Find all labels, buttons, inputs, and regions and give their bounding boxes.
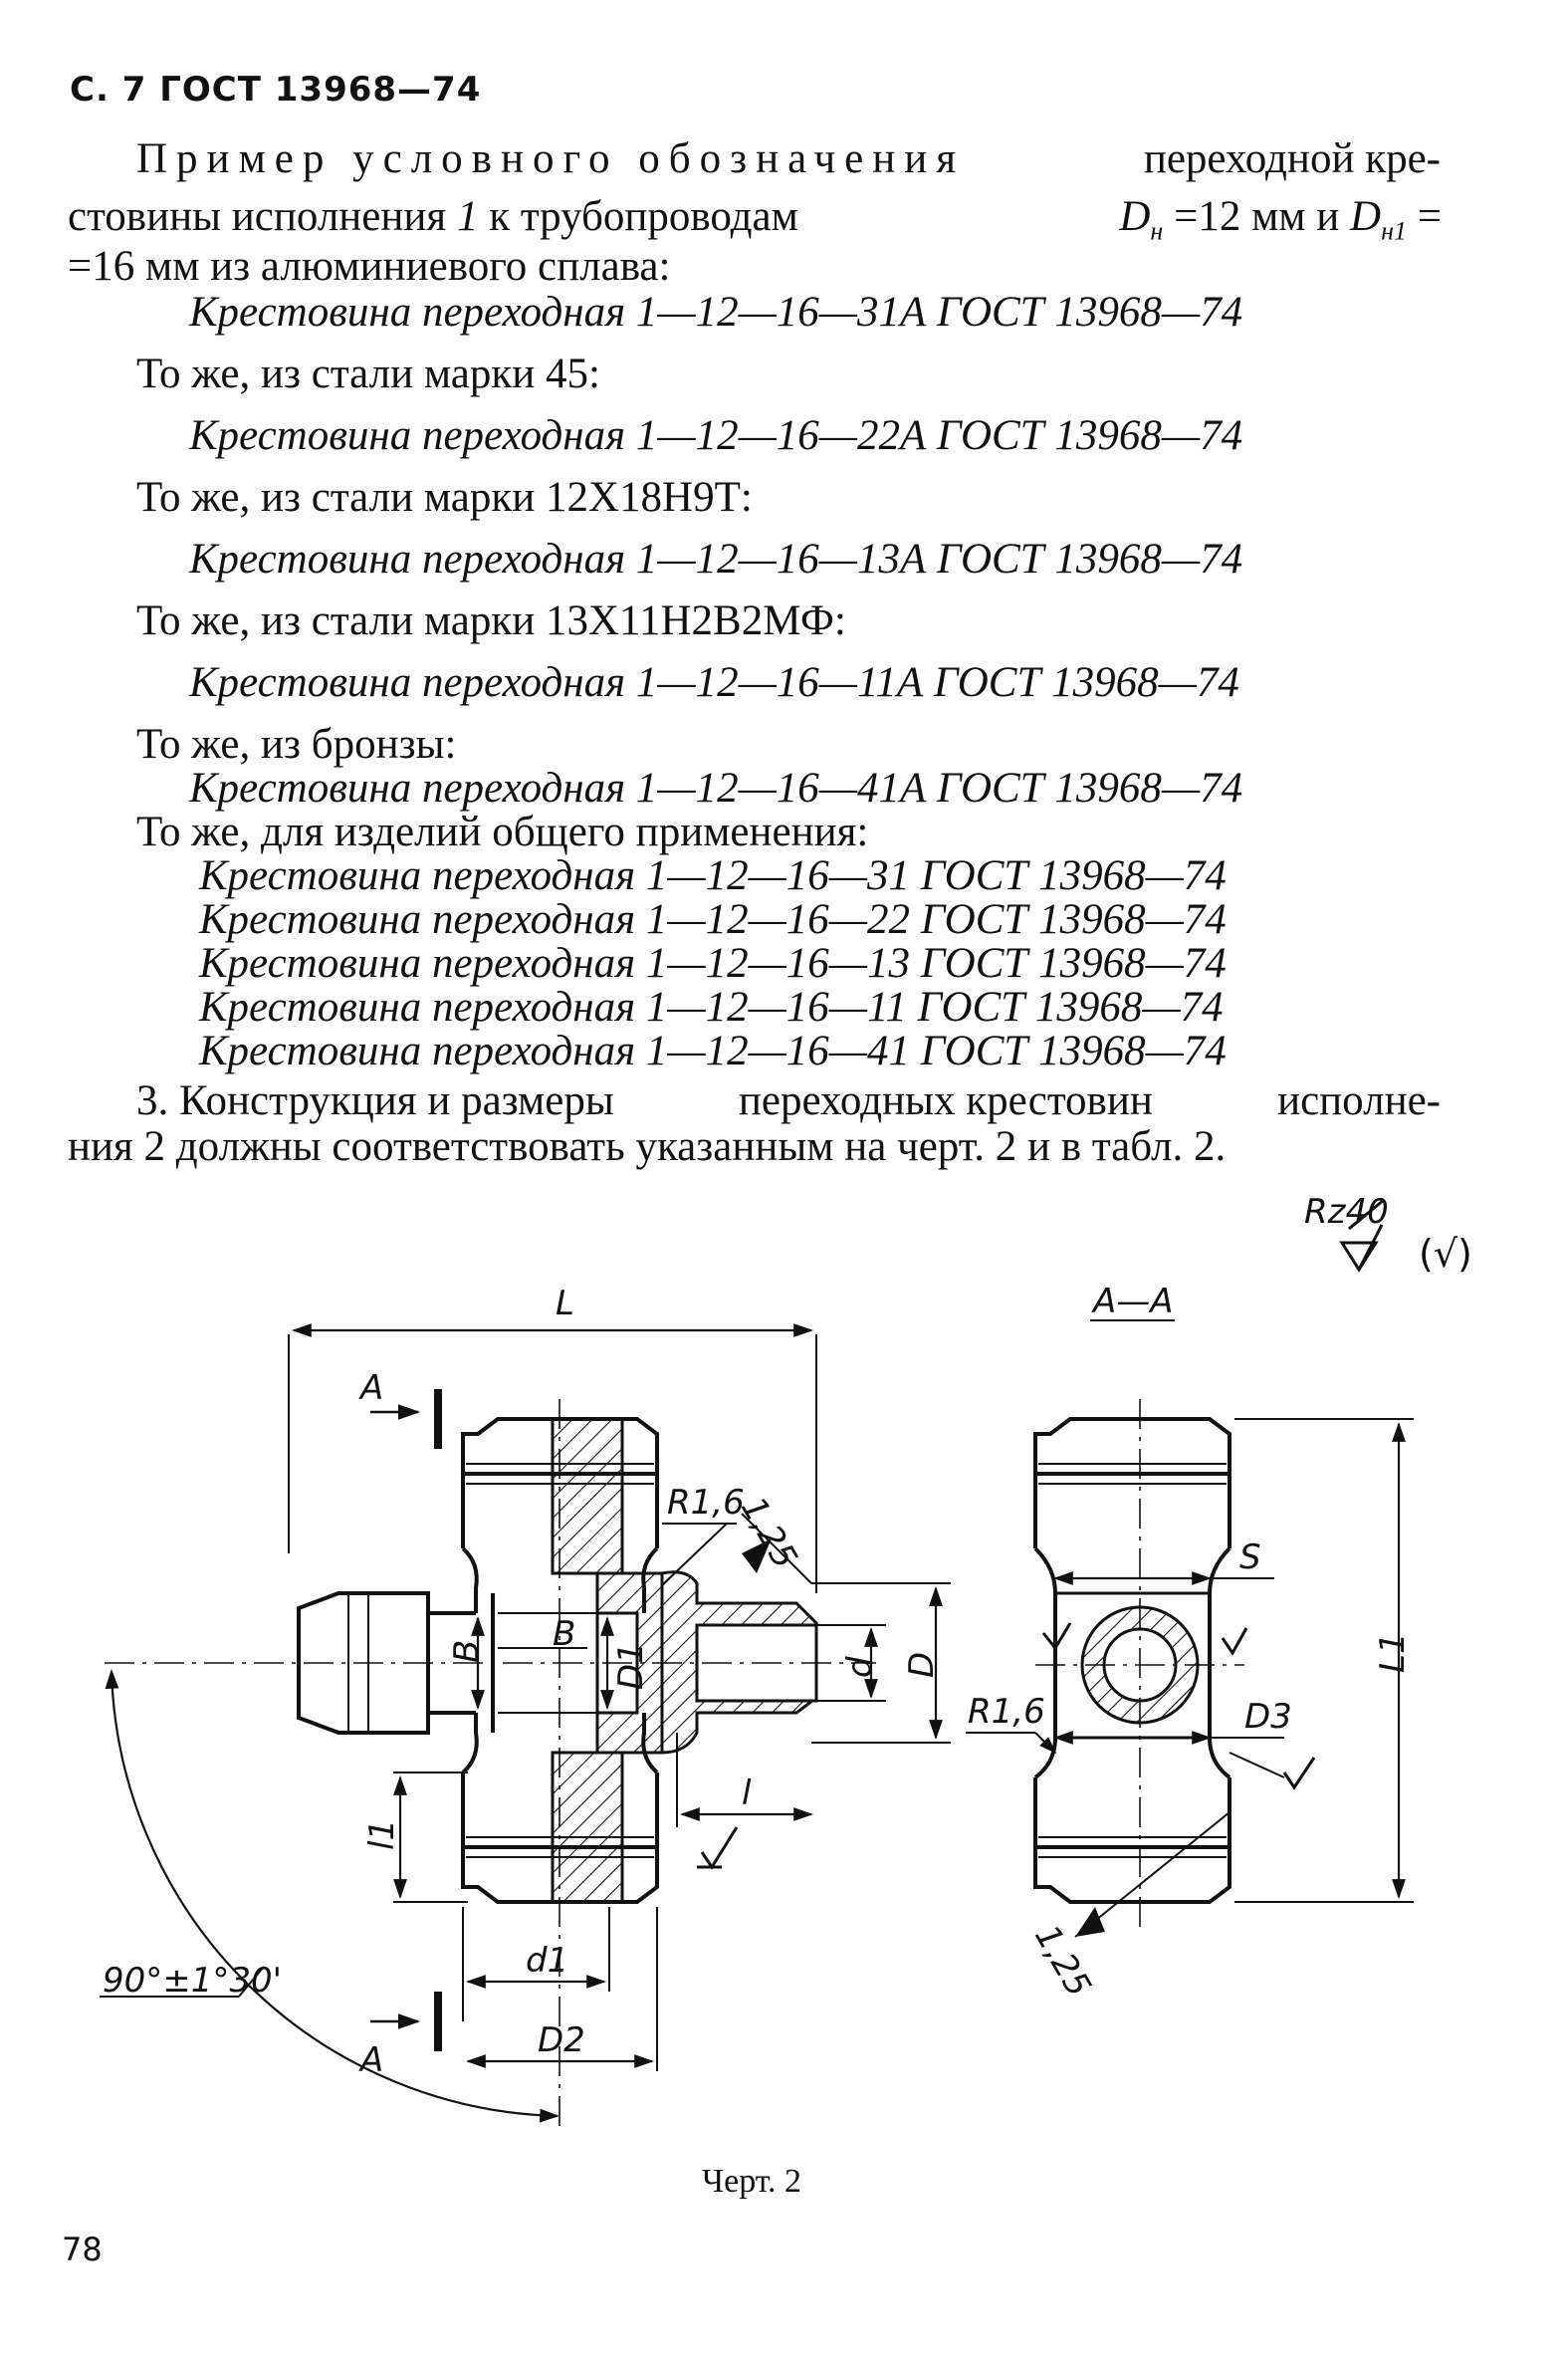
para3-part-b: переходных крестовин xyxy=(738,1077,1153,1124)
section-view xyxy=(966,1399,1414,1938)
example-1: Крестовина переходная 1—12—16—31А ГОСТ 1… xyxy=(189,289,1243,336)
text-steel-13x11: То же, из стали марки 13Х11Н2В2МФ: xyxy=(136,597,846,644)
text-general: То же, для изделий общего применения: xyxy=(136,809,869,855)
label-D1: D1 xyxy=(611,1642,651,1690)
page-header: С. 7 ГОСТ 13968—74 xyxy=(70,70,482,110)
general-example-4: Крестовина переходная 1—12—16—11 ГОСТ 13… xyxy=(199,984,1224,1031)
para3-line2: ния 2 должны соответствовать указанным н… xyxy=(68,1123,1227,1170)
label-section: А—А xyxy=(1091,1282,1174,1321)
example-5: Крестовина переходная 1—12—16—41А ГОСТ 1… xyxy=(189,765,1243,812)
text-steel-45: То же, из стали марки 45: xyxy=(136,351,600,397)
para1-line2-a: стовины исполнения xyxy=(68,193,447,240)
label-ra125-front: 1,25 xyxy=(733,1491,804,1576)
general-example-3: Крестовина переходная 1—12—16—13 ГОСТ 13… xyxy=(199,940,1227,987)
label-S: S xyxy=(1239,1537,1261,1577)
label-A-top: А xyxy=(358,1368,383,1408)
label-B-leader: В xyxy=(553,1614,575,1654)
general-example-5: Крестовина переходная 1—12—16—41 ГОСТ 13… xyxy=(199,1028,1227,1074)
para3-part-c: исполне- xyxy=(1277,1077,1441,1124)
para1-line2: стовины исполнения 1 к трубопроводам Dн … xyxy=(68,193,1442,256)
drawing-labels: L А А А—А R1,6 1,25 В В D1 d D l l1 d1 D… xyxy=(103,1282,1413,2080)
dn-symbol: D xyxy=(1119,193,1151,240)
roughness-mark: Rz40 (√) xyxy=(1304,1192,1472,1276)
label-angle: 90°±1°30' xyxy=(103,1961,282,2001)
para1-version: 1 xyxy=(456,193,479,240)
page-number: 78 xyxy=(62,2231,103,2268)
example-3: Крестовина переходная 1—12—16—13А ГОСТ 1… xyxy=(189,536,1243,583)
label-D: D xyxy=(902,1652,942,1678)
label-D2: D2 xyxy=(538,2020,585,2060)
para1-rest: переходной кре- xyxy=(1143,135,1441,182)
general-example-1: Крестовина переходная 1—12—16—31 ГОСТ 13… xyxy=(199,852,1227,899)
example-2: Крестовина переходная 1—12—16—22А ГОСТ 1… xyxy=(189,412,1243,459)
example-4: Крестовина переходная 1—12—16—11А ГОСТ 1… xyxy=(189,659,1239,706)
para1-line3: =16 мм из алюминиевого сплава: xyxy=(68,243,671,290)
text-bronze: То же, из бронзы: xyxy=(136,721,457,768)
front-view xyxy=(100,1323,951,2126)
label-D3: D3 xyxy=(1244,1697,1292,1737)
label-R16-front: R1,6 xyxy=(667,1483,745,1523)
para1-spaced: Пример условного обозначения xyxy=(136,135,966,182)
para3-part-a: 3. Конструкция и размеры xyxy=(136,1077,614,1124)
label-d: d xyxy=(840,1656,880,1678)
label-l: l xyxy=(742,1773,752,1813)
label-L: L xyxy=(556,1284,574,1323)
label-L1: L1 xyxy=(1373,1632,1413,1673)
text-steel-12x18: То же, из стали марки 12Х18Н9Т: xyxy=(136,474,753,521)
para1-line2-c: =12 мм и xyxy=(1174,193,1340,240)
label-l1: l1 xyxy=(362,1819,402,1850)
para1-line2-b: к трубопроводам xyxy=(489,193,798,240)
roughness-paren: (√) xyxy=(1419,1232,1472,1276)
figure-caption: Черт. 2 xyxy=(702,2163,802,2200)
para1-line2-d: = xyxy=(1417,193,1442,240)
roughness-value: Rz40 xyxy=(1304,1192,1389,1232)
dn1-subscript: н1 xyxy=(1381,216,1407,246)
general-example-2: Крестовина переходная 1—12—16—22 ГОСТ 13… xyxy=(199,896,1227,943)
dn1-symbol: D xyxy=(1350,193,1382,240)
para1-line1: Пример условного обозначения переходной … xyxy=(136,135,1441,183)
label-d1: d1 xyxy=(526,1941,568,1981)
label-B-dim: В xyxy=(447,1640,487,1663)
dn-subscript: н xyxy=(1150,216,1164,246)
para3-line1: 3. Конструкция и размеры переходных крес… xyxy=(136,1077,1441,1125)
label-R16-section: R1,6 xyxy=(968,1692,1045,1732)
label-A-bottom: А xyxy=(358,2040,383,2080)
